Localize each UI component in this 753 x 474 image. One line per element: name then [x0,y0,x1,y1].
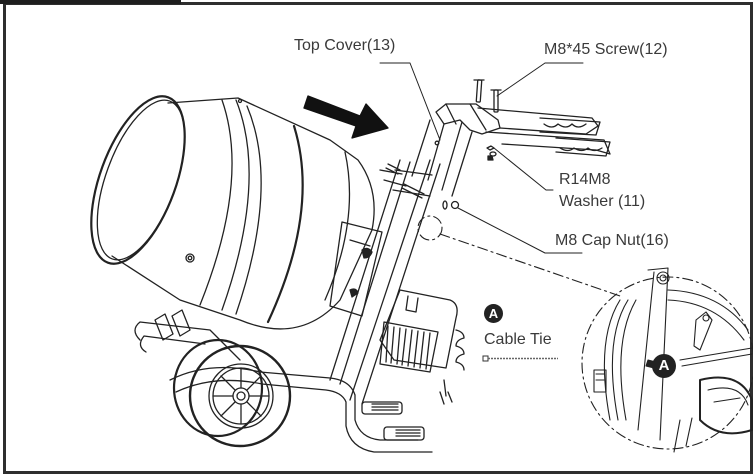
direction-arrow-icon [303,95,389,139]
label-screw: M8*45 Screw(12) [544,41,668,58]
leader-screw [496,62,584,97]
label-cap-nut: M8 Cap Nut(16) [555,232,669,249]
bottom-handle-grips [361,401,425,441]
leader-washer [493,147,554,191]
figure-frame [3,2,753,474]
mixer-drum [90,95,375,330]
cable-tie-icon [482,355,558,362]
leader-top-cover [379,62,441,141]
motor [379,289,465,405]
label-washer-line1: R14M8 [559,171,611,188]
leader-cap-nut [457,207,583,254]
label-cable-tie: Cable Tie [484,331,552,348]
leader-lines [379,62,584,254]
wheel [172,338,292,448]
top-handle-assembly [385,79,611,210]
mixer-frame [134,159,441,453]
label-top-cover: Top Cover(13) [294,37,396,54]
detail-view-badge: A [652,354,676,378]
label-washer-line2: Washer (11) [559,193,646,210]
cable-tie-badge: A [484,304,503,323]
detail-view-callout [417,215,753,450]
header-tab-bar [0,0,181,4]
